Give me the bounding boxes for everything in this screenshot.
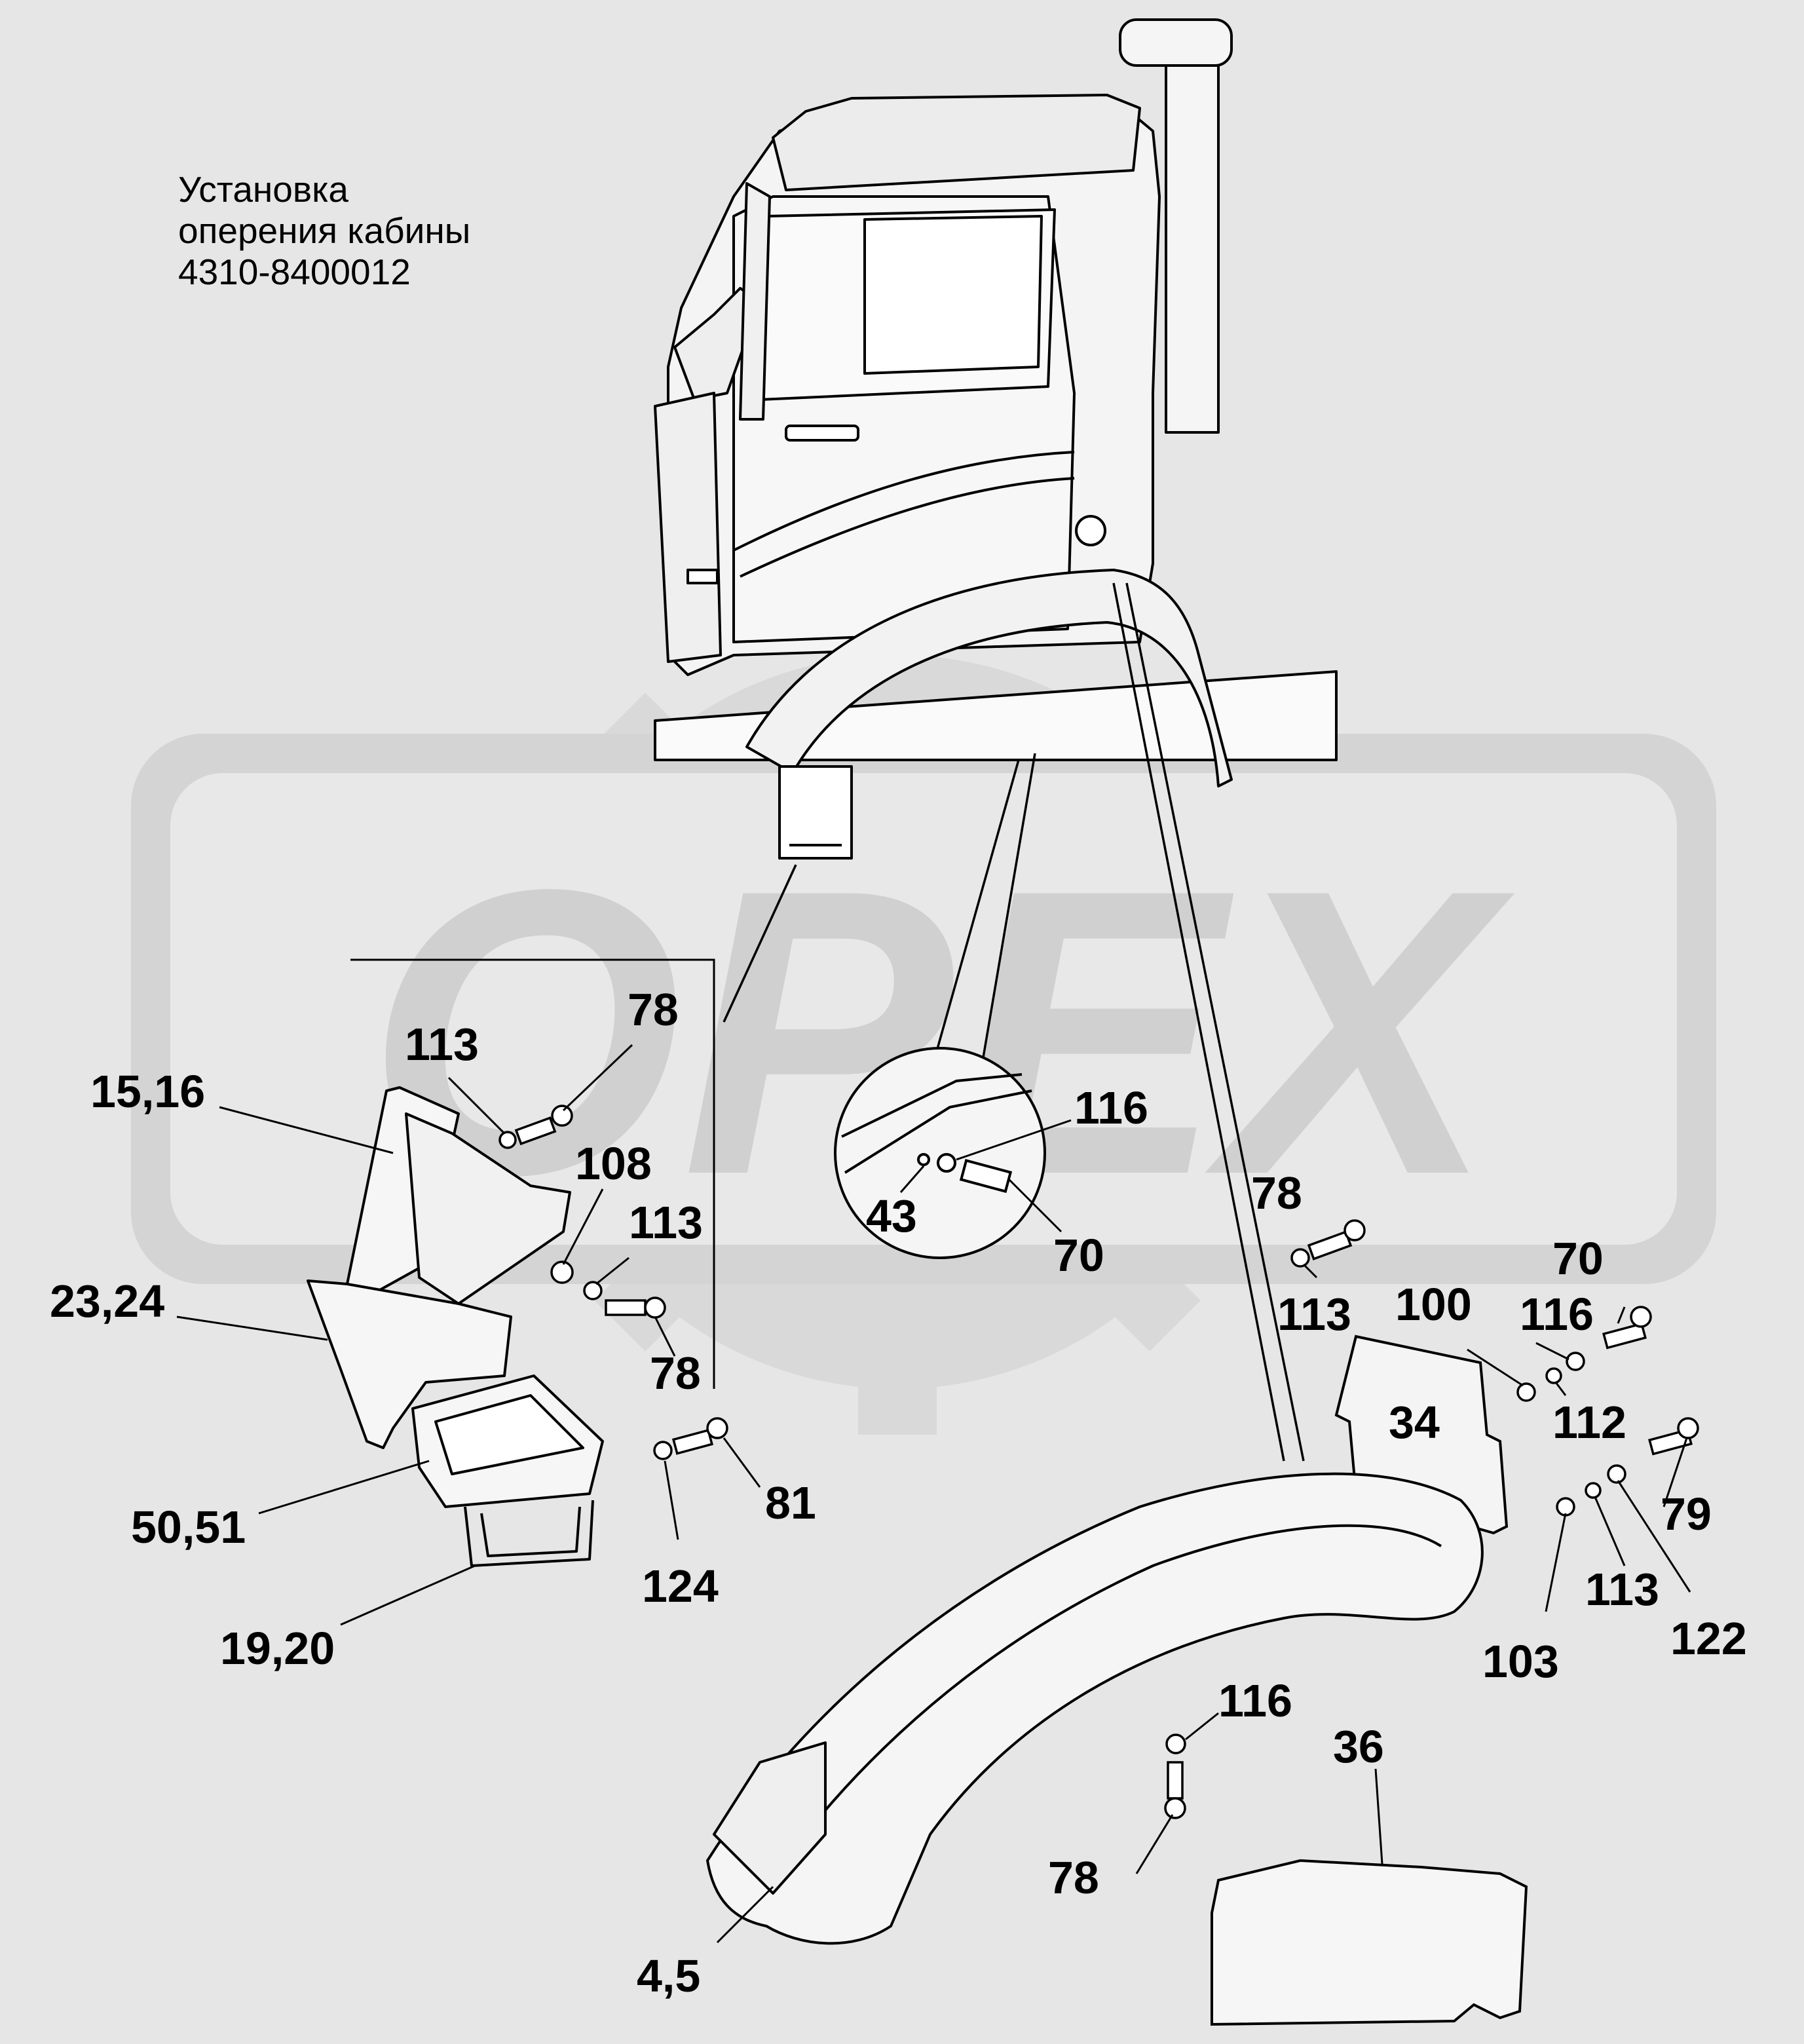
callout-78-b: 78 <box>650 1348 701 1399</box>
callout-113-b: 113 <box>629 1197 703 1248</box>
callout-113-a: 113 <box>405 1019 479 1070</box>
nut-116-c <box>1165 1733 1186 1754</box>
title-line-1: Установка <box>178 169 348 210</box>
cab-roof <box>772 94 1141 191</box>
detail-edge-1 <box>841 1073 1023 1138</box>
callout-43: 43 <box>866 1190 917 1241</box>
callout-112: 112 <box>1552 1397 1626 1448</box>
diagram-title: Установка оперения кабины 4310-8400012 <box>178 169 470 293</box>
callout-23-24: 23,24 <box>50 1276 164 1327</box>
nut-112 <box>1545 1367 1562 1384</box>
nut-113-c <box>1290 1248 1310 1268</box>
air-intake-cap <box>1119 18 1233 67</box>
title-line-3: 4310-8400012 <box>178 252 411 292</box>
bolt-79-head <box>1677 1417 1699 1439</box>
callout-113-c: 113 <box>1277 1289 1351 1340</box>
detail-circle-frame <box>834 1047 1046 1259</box>
title-line-2: оперения кабины <box>178 210 471 251</box>
callout-124: 124 <box>642 1561 719 1612</box>
fender-rib <box>765 1524 1442 1888</box>
callout-122: 122 <box>1670 1613 1747 1664</box>
cab-a-pillar <box>739 182 771 421</box>
callout-4-5: 4,5 <box>637 1950 700 2001</box>
part-shield-23-24 <box>307 1279 512 1449</box>
fasteners-left <box>498 1105 728 1460</box>
cab-door-handle <box>785 425 859 442</box>
callout-34: 34 <box>1389 1397 1440 1448</box>
fasteners-right <box>1164 1219 1699 1819</box>
cab-window-glass <box>863 215 1043 375</box>
nut-108 <box>550 1260 574 1284</box>
bolt-78-b-head <box>644 1296 666 1319</box>
callout-103: 103 <box>1482 1636 1559 1687</box>
callout-116-c: 116 <box>1218 1675 1292 1726</box>
bolt-78-d-head <box>1164 1797 1186 1819</box>
part-step-tread <box>434 1394 584 1475</box>
cab-fuel-cap <box>1075 515 1106 546</box>
callout-79: 79 <box>1661 1488 1712 1540</box>
nut-103 <box>1556 1497 1575 1517</box>
callout-113-d: 113 <box>1585 1564 1659 1615</box>
fender-mount <box>713 1741 827 1895</box>
detail-edge-2 <box>844 1089 1032 1174</box>
bolt-78-d <box>1167 1761 1184 1800</box>
callout-36: 36 <box>1333 1721 1384 1772</box>
callout-78-d: 78 <box>1048 1852 1099 1903</box>
detail-view-circle <box>834 1047 1046 1259</box>
callout-116-b: 116 <box>1520 1289 1594 1340</box>
callout-50-51: 50,51 <box>131 1502 246 1553</box>
cab-front-light <box>686 569 719 584</box>
callout-108: 108 <box>575 1138 652 1189</box>
callout-labels: 113 78 15,16 108 113 23,24 78 50,51 81 1… <box>50 984 1747 2001</box>
callout-78-a: 78 <box>628 984 679 1035</box>
nut-113-d <box>1585 1482 1602 1499</box>
cab-drawing <box>654 18 1338 860</box>
washer-124 <box>653 1441 673 1460</box>
cab-stripe-1 <box>733 451 1075 552</box>
part-fender-4-5 <box>706 1472 1484 1945</box>
bolt-81-head <box>706 1417 728 1439</box>
part-ladder-19-20 <box>464 1500 594 1567</box>
air-intake-pipe <box>1165 64 1220 434</box>
callout-100: 100 <box>1395 1279 1472 1330</box>
cab-wheel-arch <box>745 569 1233 787</box>
nut-113-a <box>498 1131 517 1149</box>
fender-4-5 <box>706 1472 1484 1945</box>
callout-70-b: 70 <box>1552 1233 1604 1284</box>
part-bracket-plate <box>405 1112 571 1305</box>
washer-116-b <box>1566 1352 1585 1371</box>
callout-19-20: 19,20 <box>220 1623 335 1674</box>
detail-nut-116 <box>937 1153 956 1173</box>
detail-washer-43 <box>917 1153 930 1166</box>
step-group-bracket <box>350 958 715 1389</box>
callout-78-c: 78 <box>1251 1167 1302 1219</box>
chassis-frame <box>654 670 1338 761</box>
callout-81: 81 <box>765 1477 816 1528</box>
bolt-81 <box>671 1428 714 1455</box>
cab-step <box>778 765 853 860</box>
washer-122 <box>1607 1464 1626 1484</box>
callout-116-a: 116 <box>1074 1082 1148 1133</box>
nut-100 <box>1516 1382 1536 1402</box>
nut-113-b <box>583 1281 603 1300</box>
cab-stripe-2 <box>740 477 1075 578</box>
bolt-78-a-head <box>551 1105 573 1127</box>
bolt-78-b <box>605 1299 647 1316</box>
mudflap-36 <box>1211 1859 1528 2026</box>
bolt-70-b-head <box>1630 1306 1652 1328</box>
step-assembly <box>307 1086 604 1567</box>
bolt-78-a <box>514 1116 557 1146</box>
cab-front <box>654 392 722 663</box>
callout-15-16: 15,16 <box>90 1066 205 1117</box>
bolt-70-b <box>1602 1322 1647 1350</box>
leader-lines-cab <box>723 582 1305 1462</box>
callout-leaders <box>176 1044 1691 1944</box>
part-mudflap-36 <box>1211 1859 1528 2026</box>
bolt-78-c-head <box>1344 1219 1366 1241</box>
callout-70-a: 70 <box>1053 1230 1104 1281</box>
detail-bolt-70 <box>959 1159 1013 1193</box>
